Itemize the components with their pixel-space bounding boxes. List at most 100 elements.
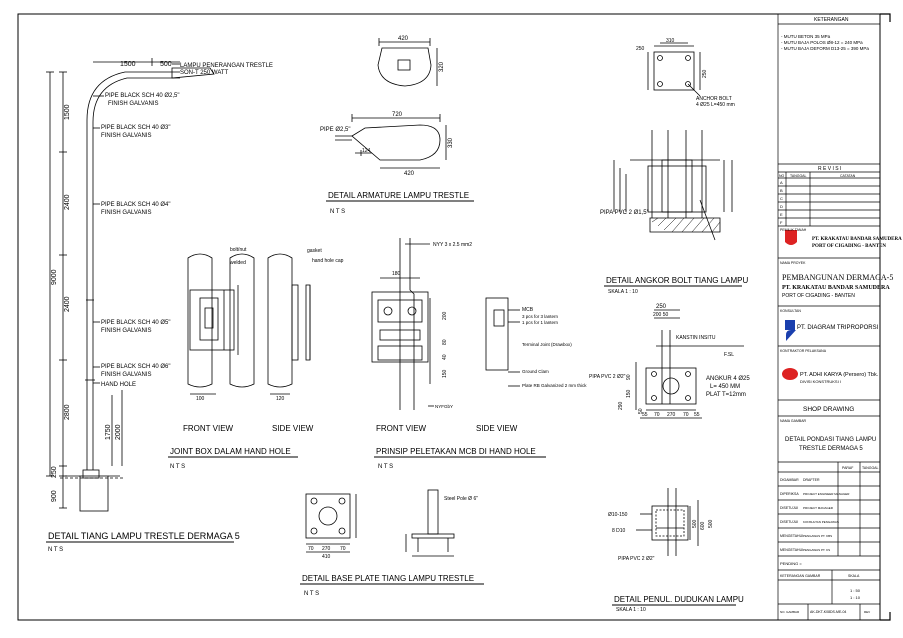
tb-role-1: DIGAMBAR [780,478,799,482]
tb-judul-2: TRESTLE DERMAGA 5 [799,446,863,452]
armature-text: 420 320 720 330 420 124 PIPE Ø2,5" DETAI… [320,36,474,215]
armature-detail [335,38,447,169]
tb-rname-1: DRAFTER [803,478,820,482]
fs-pipe: PIPA PVC 2 Ø2" [618,556,655,562]
foundation-plan-text: 250 200 50 KANSTIN INSITU F.SL PIPA PVC … [589,304,750,418]
fp-bot-5: 55 [694,412,700,418]
pipe-6-label: PIPE BLACK SCH 40 Ø6" [101,364,171,370]
title-block-text: KETERANGAN - MUTU BETON 35 MPa - MUTU BA… [779,17,902,614]
tb-rname-6: PENGAWAS PT. KS [803,548,830,552]
tb-role-5: MENGETAHUI [780,534,803,538]
tb-note-1: - MUTU BETON 35 MPa [781,34,831,39]
jb-label-c: gasket [307,248,322,254]
pole-dim-arm: 1500 [120,61,136,68]
fp-pipa: PIPA PVC 2 Ø2" [589,374,626,380]
tb-skala-2: 1 : 10 [850,595,861,600]
jb-title: JOINT BOX DALAM HAND HOLE [170,447,291,456]
base-plate-text: 70 270 70 410 Steel Pole Ø 6" DETAIL BAS… [300,496,484,597]
arm-dim-base: 420 [404,171,415,177]
bp-label: Steel Pole Ø 6" [444,496,478,502]
fs-dim-2: 600 [700,521,706,530]
pole-dim-7: 900 [51,490,58,502]
tb-rev-h2: TANGGAL [790,174,807,178]
anc-label: ANCHOR BOLT [696,96,732,102]
jb-label-a: bolt/nut [230,247,247,253]
pole-dim-right-2: 2000 [115,424,122,440]
pole-scale: N T S [48,547,63,553]
anchor-hatch [651,217,721,233]
tb-proyek-2: PT. KRAKATAU BANDAR SAMUDERA [782,285,890,291]
arm-dim-top: 420 [398,36,409,42]
anc-spec: 4 Ø25 L=450 mm [696,102,735,108]
mcb-detail [371,238,520,410]
fp-kanstin: KANSTIN INSITU [676,335,716,341]
anc-pipe: PIPA PVC 2 Ø1,5" [600,210,649,216]
bp-dim-4: 410 [322,554,331,560]
title-block [777,14,880,620]
mcb-spec-1: 3 pcs for 3 lantern [522,314,559,319]
pole-dim-5: 2800 [64,404,71,420]
tb-divisi: DIVISI KONSTRUKSI I [800,379,841,384]
tb-konsultan: PT. DIAGRAM TRIPROPORSI [797,325,879,331]
tb-no-label: NO. GAMBAR [780,610,800,614]
anc-dim-c: 250 [702,69,708,78]
tb-rname-4: KONSULTAN PENGAWAS [803,520,839,524]
fs-dim-3: 500 [708,519,714,528]
pole-dim-2: 2400 [64,194,71,210]
jb-label-b: welded [230,260,246,266]
bp-title: DETAIL BASE PLATE TIANG LAMPU TRESTLE [302,574,474,583]
anc-scale: SKALA 1 : 10 [608,289,638,295]
tb-owner-2: PORT OF CIGADING - BANTEN [812,244,886,249]
finish-1: FINISH GALVANIS [108,101,158,107]
fp-dim-2: 200 50 [653,312,669,318]
arm-dim-side: 320 [439,61,445,72]
tb-rev-d: D [780,204,783,209]
fs-dim-1: 500 [692,519,698,528]
tb-rname-3: PROJECT MANAGER [803,506,834,510]
mcb-ground: Ground Clam [522,369,549,374]
tb-note-2: - MUTU BAJA POLOS Ø8-12 = 240 MPa [781,40,863,45]
mcb-dim-2: 80 [442,339,448,345]
finish-4: FINISH GALVANIS [101,328,151,334]
pole-dim-arm2: 500 [160,61,172,68]
base-plate-detail [305,489,455,557]
fp-bot-2: 70 [654,412,660,418]
tb-owner-1: PT. KRAKATAU BANDAR SAMUDERA [812,237,902,242]
arm-dim-len: 720 [392,112,403,118]
pole-text: 1500 500 LAMPU PENERANGAN TRESTLE SON-T … [46,61,273,553]
tb-rname-5: PENGAWAS PT. KBS [803,534,832,538]
fp-plat: PLAT T=12mm [706,392,746,398]
tb-role-6: MENGETAHUI [780,548,803,552]
tb-rev-e: E [780,212,783,217]
foundation-section-text: Ø10-150 8 D10 PIPA PVC 2 Ø2" 500 600 500… [608,512,744,613]
arm-title: DETAIL ARMATURE LAMPU TRESTLE [328,191,469,200]
tb-rev-b: B [780,188,783,193]
jb-dim-2: 120 [276,396,285,402]
mcb-plate: Plate RB Galvanized 2 mm thick [522,383,587,388]
pipe-4-label: PIPE BLACK SCH 40 Ø4" [101,202,171,208]
tb-revisi: R E V I S I [818,166,841,172]
mcb-spec-2: 1 pcs for 1 lantern [522,320,559,325]
tb-rev: REV [864,610,870,614]
tb-role-2: DIPERIKSA [780,492,799,496]
tb-judul-label: NAMA GAMBAR [780,419,807,423]
anchor-top-text: 310 250 250 ANCHOR BOLT 4 Ø25 L=450 mm [636,38,735,108]
arm-pipe: PIPE Ø2,5" [320,127,350,133]
tb-skala-label: SKALA [848,574,860,578]
mcb-cable: NYY 3 x 2.5 mm2 [433,242,472,248]
pole-dim-6: 250 [51,466,58,478]
pole-title: DETAIL TIANG LAMPU TRESTLE DERMAGA 5 [48,531,240,541]
pole-dim-4: 2400 [64,296,71,312]
sheet-border [17,13,881,621]
mcb-dim-3: 40 [442,354,448,360]
tb-paraf: PARAF [842,466,853,470]
logo-owner [782,230,798,380]
anchor-top-plan [647,42,701,97]
mcb-label: MCB [522,307,534,313]
tb-keterangan: KETERANGAN [814,17,849,23]
lamp-label: LAMPU PENERANGAN TRESTLE [180,63,273,69]
mcb-cable2: NYFGbY [435,404,453,409]
tb-konsultan-label: KONSULTAN [780,309,801,313]
fp-angkur-l: L= 450 MM [710,384,740,390]
